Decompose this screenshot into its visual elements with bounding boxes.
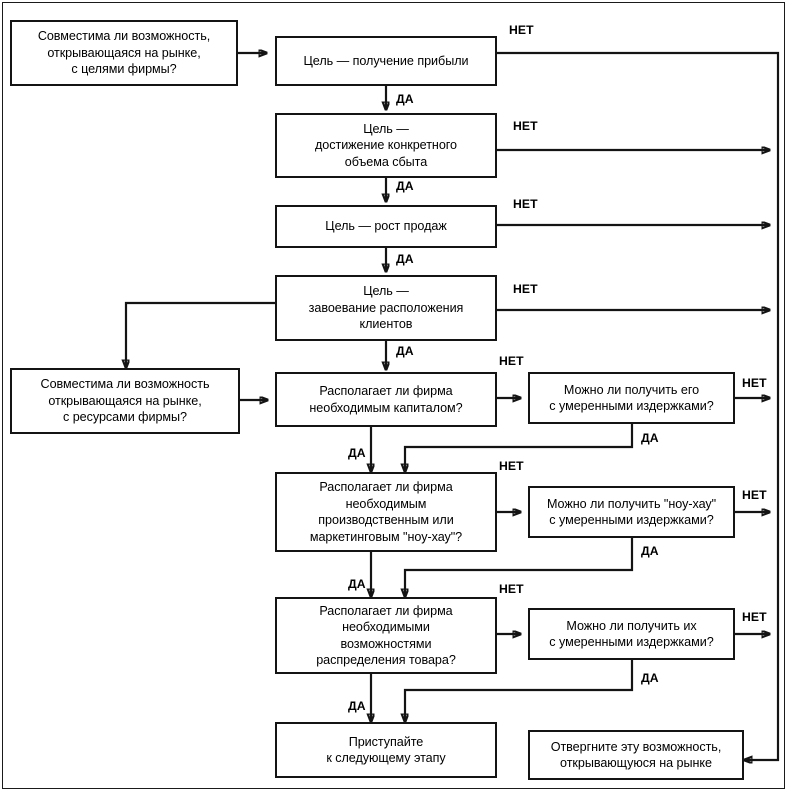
node-capital-cost-question[interactable]: Можно ли получить его с умеренными издер…: [528, 372, 735, 424]
node-goal-profit[interactable]: Цель — получение прибыли: [275, 36, 497, 86]
edge-label-yes-knowhow: ДА: [348, 577, 366, 591]
edge-label-yes-distribution-cost: ДА: [641, 671, 659, 685]
edge-label-no-favor: НЕТ: [513, 282, 538, 296]
node-resources-compat[interactable]: Совместима ли возможность открывающаяся …: [10, 368, 240, 434]
node-knowhow-cost-question[interactable]: Можно ли получить "ноу-хау" с умеренными…: [528, 486, 735, 538]
edge-label-no-distribution-cost: НЕТ: [742, 610, 767, 624]
edge-label-no-capital-cost: НЕТ: [742, 376, 767, 390]
edge-label-yes-capital: ДА: [348, 446, 366, 460]
edge-label-yes-knowhow-cost: ДА: [641, 544, 659, 558]
node-goal-sales-growth[interactable]: Цель — рост продаж: [275, 205, 497, 248]
edge-label-no-volume: НЕТ: [513, 119, 538, 133]
node-distribution-cost-question[interactable]: Можно ли получить их с умеренными издерж…: [528, 608, 735, 660]
edge-label-yes-favor: ДА: [396, 344, 414, 358]
edge-label-no-knowhow: НЕТ: [499, 459, 524, 473]
node-proceed[interactable]: Приступайте к следующему этапу: [275, 722, 497, 778]
node-reject[interactable]: Отвергните эту возможность, открывающуюс…: [528, 730, 744, 780]
edge-label-no-capital: НЕТ: [499, 354, 524, 368]
edge-label-no-knowhow-cost: НЕТ: [742, 488, 767, 502]
node-goal-volume[interactable]: Цель — достижение конкретного объема сбы…: [275, 113, 497, 178]
edge-label-yes-volume: ДА: [396, 179, 414, 193]
edge-label-no-profit: НЕТ: [509, 23, 534, 37]
edge-label-yes-distribution: ДА: [348, 699, 366, 713]
node-distribution-question[interactable]: Располагает ли фирма необходимыми возмож…: [275, 597, 497, 674]
node-goals-compat[interactable]: Совместима ли возможность, открывающаяся…: [10, 20, 238, 86]
edge-label-yes-profit: ДА: [396, 92, 414, 106]
node-knowhow-question[interactable]: Располагает ли фирма необходимым произво…: [275, 472, 497, 552]
edge-label-no-sales: НЕТ: [513, 197, 538, 211]
node-goal-customer-favor[interactable]: Цель — завоевание расположения клиентов: [275, 275, 497, 341]
edge-label-no-distribution: НЕТ: [499, 582, 524, 596]
edge-label-yes-sales: ДА: [396, 252, 414, 266]
edge-label-yes-capital-cost: ДА: [641, 431, 659, 445]
node-capital-question[interactable]: Располагает ли фирма необходимым капитал…: [275, 372, 497, 427]
